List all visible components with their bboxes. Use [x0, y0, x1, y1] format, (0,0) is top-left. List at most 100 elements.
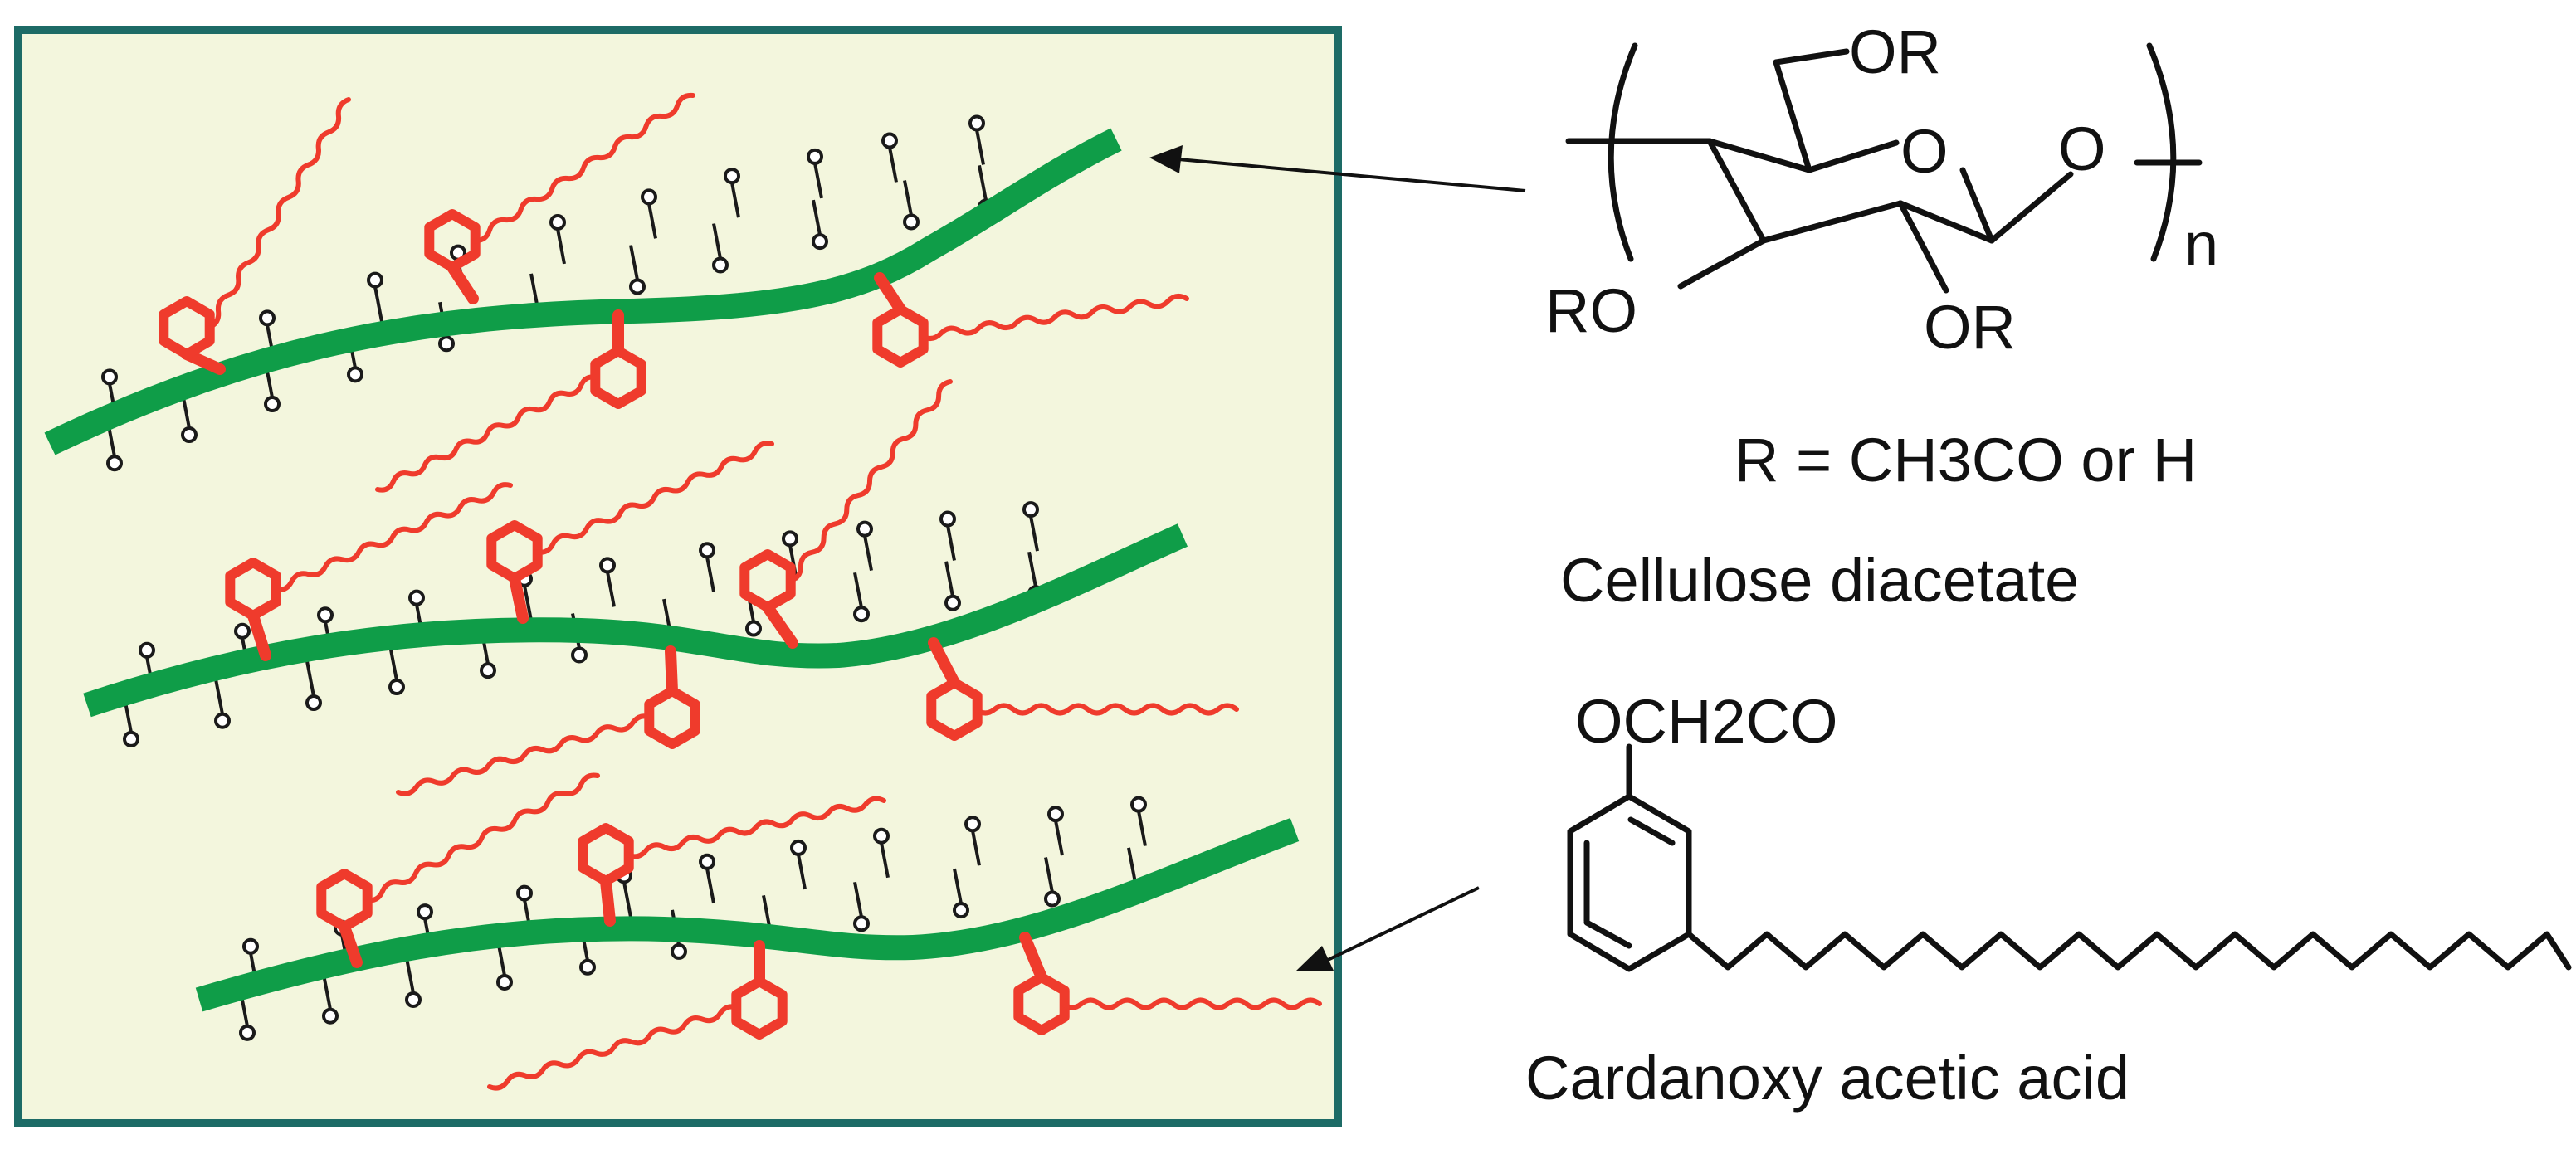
cardanol-ring	[225, 558, 281, 621]
cardanol-tail	[272, 482, 513, 592]
acetate-group-end	[259, 309, 276, 327]
acetate-group-end	[782, 530, 798, 548]
atom-or-bottom: OR	[1924, 293, 2016, 362]
acetate-group	[1044, 857, 1054, 893]
acetate-group	[1127, 847, 1137, 884]
acetate-group-end	[812, 233, 828, 251]
acetate-group	[388, 645, 398, 681]
cardanol-link	[339, 921, 363, 968]
acetate-group	[322, 974, 332, 1010]
cardanol-tail	[534, 441, 774, 555]
acetate-group-end	[1130, 796, 1147, 813]
cardanol-ring	[316, 869, 373, 932]
acetate-group-end	[853, 606, 870, 623]
polymer-schematic	[44, 92, 1322, 1091]
cardanol-tail	[787, 379, 953, 583]
acetate-group	[1027, 551, 1037, 587]
cardanol-link	[665, 645, 678, 697]
acetate-group	[405, 957, 415, 994]
acetate-group-end	[724, 168, 740, 185]
subscript-n: n	[2184, 210, 2218, 279]
acetate-group	[953, 868, 963, 904]
acetate-group-end	[745, 620, 762, 637]
acetate-group	[812, 199, 822, 236]
acetate-group-end	[139, 641, 155, 659]
cardanol-tail	[625, 796, 886, 859]
atom-link-o: O	[2058, 114, 2106, 183]
acetate-group-end	[242, 937, 259, 955]
acetate-group	[730, 182, 740, 218]
acetate-group-end	[496, 973, 513, 991]
acetate-group-end	[579, 958, 596, 976]
cardanol-tail	[973, 703, 1239, 716]
acetate-group-end	[790, 839, 807, 856]
acetate-group-end	[347, 366, 363, 383]
acetate-group	[863, 535, 873, 572]
acetate-group-end	[903, 213, 920, 231]
acetate-group-end	[516, 884, 533, 902]
cardanoxy-arrow	[1296, 886, 1480, 971]
cardanol-ring	[1013, 972, 1070, 1035]
cardanol-link	[762, 601, 798, 649]
acetate-group	[705, 556, 715, 592]
acetate-group	[888, 147, 898, 183]
atom-ro: RO	[1545, 276, 1637, 345]
acetate-group-end	[699, 853, 715, 870]
cardanol-link	[600, 875, 616, 927]
acetate-group	[971, 830, 981, 866]
acetate-group-end	[480, 662, 496, 679]
acetate-group	[556, 228, 566, 265]
acetate-group	[853, 572, 863, 608]
acetate-group-end	[438, 335, 455, 353]
acetate-group-end	[106, 455, 123, 472]
cardanol-ring	[731, 976, 788, 1040]
acetate-group-end	[964, 816, 981, 833]
cardanoxy-structure	[1567, 743, 2572, 972]
cardanol-ring	[578, 823, 634, 886]
acetate-group-end	[101, 368, 118, 386]
cardanol-ring	[424, 209, 481, 272]
acetate-group-end	[405, 991, 422, 1008]
cellulose-arrow	[1149, 145, 1526, 192]
acetate-group-end	[367, 271, 383, 289]
acetate-group	[946, 525, 956, 561]
acetate-group-end	[939, 510, 956, 528]
atom-or-top: OR	[1849, 17, 1941, 86]
cellulose-backbone	[195, 817, 1300, 1012]
acetate-group	[1137, 811, 1147, 847]
cardanol-tail	[471, 92, 695, 244]
acetate-group-end	[599, 557, 616, 574]
acetate-group-end	[807, 148, 823, 165]
cardanol-link	[874, 272, 906, 315]
acetate-group	[975, 129, 985, 165]
acetate-group-end	[712, 256, 729, 274]
cardanol-tail	[363, 772, 600, 903]
acetate-group	[903, 180, 913, 216]
acetate-group	[813, 163, 823, 199]
r-definition: R = CH3CO or H	[1734, 426, 2197, 494]
acetate-group-end	[234, 622, 251, 640]
cardanol-ring	[926, 678, 983, 741]
acetate-group	[978, 165, 988, 201]
acetate-group	[606, 572, 616, 607]
acetate-group	[373, 286, 383, 322]
acetate-group	[712, 223, 722, 259]
atom-ring-o: O	[1900, 117, 1949, 186]
cardanol-link	[247, 610, 271, 661]
acetate-group-end	[953, 902, 969, 919]
acetate-group-end	[549, 213, 566, 231]
cardanol-tail	[1061, 997, 1322, 1010]
acetate-group	[214, 679, 224, 715]
acetate-group-end	[239, 1024, 256, 1041]
acetate-group-end	[571, 646, 588, 664]
acetate-group	[797, 854, 807, 890]
acetate-group-end	[873, 827, 890, 845]
cellulose-name: Cellulose diacetate	[1560, 546, 2079, 615]
acetate-group-end	[322, 1007, 339, 1025]
cardanol-ring	[739, 549, 796, 612]
cardanol-ring	[486, 520, 543, 583]
acetate-group-end	[641, 188, 657, 206]
acetate-group-end	[214, 712, 231, 729]
acetate-group-end	[1022, 501, 1039, 519]
